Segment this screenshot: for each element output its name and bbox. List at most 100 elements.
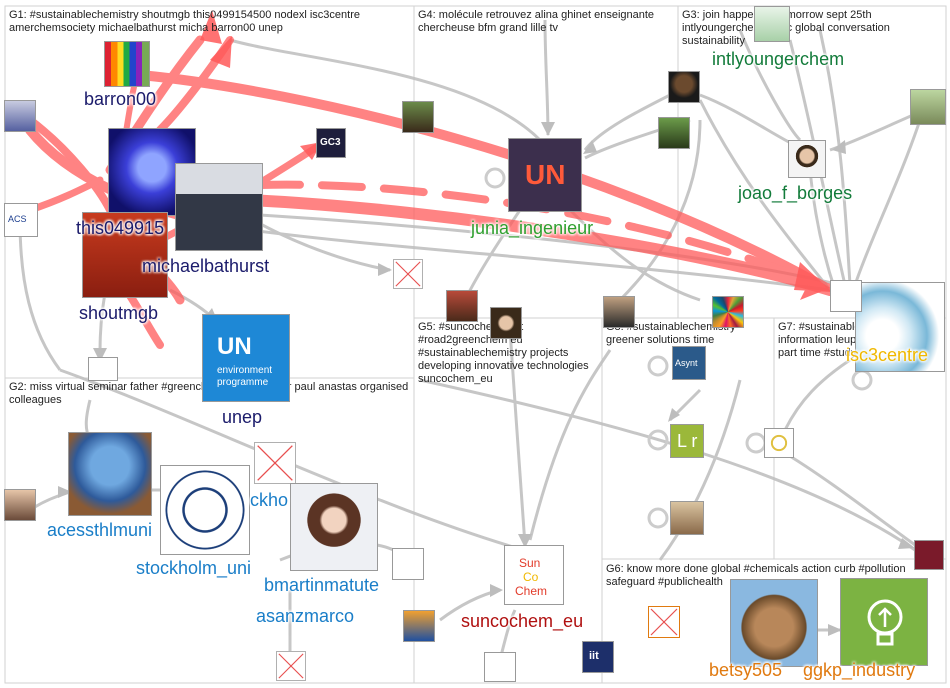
group-label-g1: G1: #sustainablechemistry shoutmgb this0… [9,9,360,34]
placeholder-image-g6[interactable] [648,606,680,638]
arrowhead [200,10,222,44]
logo-small-g2-right[interactable] [392,548,424,580]
avatar-betsy505[interactable] [730,579,818,667]
label-junia-ingenieur[interactable]: junia_ingenieur [471,218,594,238]
arrowhead [668,408,680,422]
label-joao-f-borges[interactable]: joao_f_borges [738,183,853,203]
logo-gc3[interactable]: GC3 [316,128,346,158]
lr-logo-text: L r [677,431,698,451]
acs-logo-text: ACS [8,214,27,224]
placeholder-image-g1[interactable] [393,259,423,289]
label-asanzmarco[interactable]: asanzmarco [256,606,355,626]
label-bmartinmatute[interactable]: bmartinmatute [264,575,380,595]
label-isc3centre[interactable]: isc3centre [846,345,929,365]
label-unep[interactable]: unep [222,407,263,427]
group-label-g4: G4: molécule retrouvez alina ghinet ense… [418,9,655,34]
avatar-acessthlmuni[interactable] [68,432,152,516]
label-ggkp-industry[interactable]: ggkp_industry [803,660,916,680]
logo-small-g7[interactable] [830,280,862,312]
edge [779,448,916,547]
avatar-user-g8-bottom[interactable] [670,501,704,535]
suncochem-logo-co: Co [523,570,539,584]
logo-small-g1-bottom[interactable] [88,357,118,381]
label-this0499154500[interactable]: this049915 [76,218,165,238]
edge [229,38,542,142]
avatar-intlyoungerchem-partial[interactable] [754,6,790,42]
label-betsy505[interactable]: betsy505 [709,660,783,680]
lightbulb-icon [867,599,903,646]
logo-stockholm-uni[interactable] [160,465,250,555]
suncochem-logo-chem: Chem [515,584,548,598]
arrowhead [832,140,846,154]
label-shoutmgb[interactable]: shoutmgb [79,303,159,323]
avatar-joao-f-borges[interactable] [788,140,826,178]
edge-heavy [256,180,834,294]
avatar-user-g3-a[interactable] [668,71,700,103]
logo-ggkp-industry[interactable] [840,578,928,666]
self-loop [647,355,669,377]
label-acessthlmuni[interactable]: acessthlmuni [47,520,153,540]
label-suncochem-eu[interactable]: suncochem_eu [461,611,584,631]
edge-heavy [135,70,835,295]
logo-asynt[interactable]: Asynt [672,346,706,380]
avatar-barron00[interactable] [104,41,150,87]
unep-logo-env: environment [217,365,273,376]
avatar-user-g4-left[interactable] [402,101,434,133]
placeholder-image-g2-top[interactable] [254,442,296,484]
logo-small-g7-bottom[interactable] [914,540,944,570]
group-box-g6 [601,558,947,684]
unep-logo-prog: programme [217,377,269,388]
logo-suncochem[interactable]: Sun Co Chem [504,545,564,605]
edge [618,119,702,302]
iit-logo-text: iit [589,650,599,662]
avatar-user-g8[interactable] [603,296,635,328]
arrowhead [800,276,830,300]
avatar-michaelbathurst[interactable] [175,163,263,251]
avatar-user-g1-left[interactable] [4,100,36,132]
arrowhead [378,263,392,276]
edge [528,349,612,541]
self-loop [647,429,669,451]
avatar-user-g3-b[interactable] [658,117,690,149]
logo-iit[interactable]: iit [582,641,614,673]
label-michaelbathurst[interactable]: michaelbathurst [142,256,270,276]
edge [508,329,527,546]
edge [808,169,837,291]
arrowhead [518,534,532,548]
label-stockholm-partial[interactable]: ckho [250,490,289,510]
logo-leuphana[interactable] [764,428,794,458]
self-loop [647,507,669,529]
avatar-user-g3-right[interactable] [910,89,946,125]
logo-junia[interactable]: UN [508,138,582,212]
label-stockholm-uni[interactable]: stockholm_uni [136,558,252,578]
avatar-bmartinmatute[interactable] [290,483,378,571]
gc3-logo-text: GC3 [320,137,341,148]
label-intlyoungerchem[interactable]: intlyoungerchem [712,49,845,69]
arrowhead [898,538,915,549]
avatar-user-g5-a[interactable] [446,290,478,322]
arrowhead [93,348,107,362]
suncochem-logo-sun: Sun [519,556,541,570]
logo-lr[interactable]: L r [670,424,704,458]
avatar-shoutmgb[interactable] [82,212,168,298]
logo-acs[interactable]: ACS [4,203,38,237]
logo-unep[interactable]: UN environment programme [202,314,290,402]
logo-small-g5-bottom[interactable] [484,652,516,682]
broken-image-icon [278,653,304,679]
avatar-user-g5-b[interactable] [490,307,522,339]
self-loop [851,369,873,391]
arrowhead [541,122,555,136]
edge [249,228,831,292]
arrowhead [58,486,72,498]
junia-logo-text: UN [525,159,566,190]
avatar-user-g2-left[interactable] [4,489,36,521]
arrowhead [583,140,597,154]
logo-small-g5-left[interactable] [403,610,435,642]
placeholder-image-g2-bottom[interactable] [276,651,306,681]
logo-sdg[interactable] [712,296,744,328]
arrowhead [490,584,503,597]
logo-isc3centre[interactable] [855,282,945,372]
label-barron00[interactable]: barron00 [84,89,157,109]
broken-image-icon [257,445,293,481]
edge [18,219,62,371]
